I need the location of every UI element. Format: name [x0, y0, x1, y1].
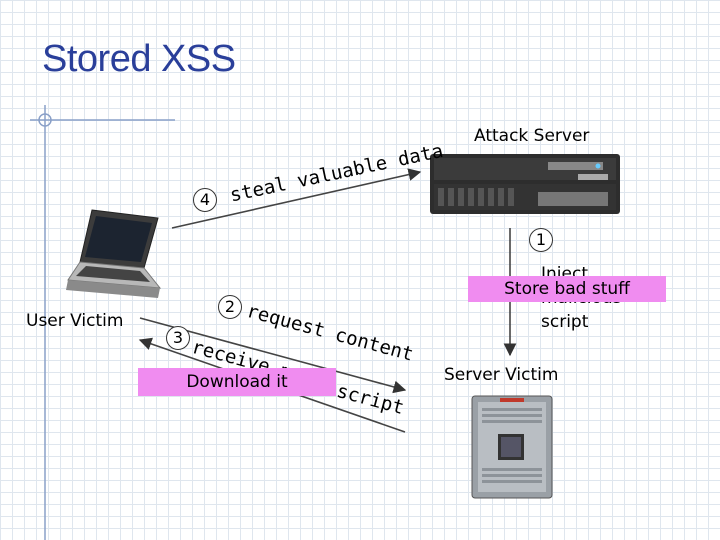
step2-number: 2: [218, 295, 242, 319]
server-victim-label: Server Victim: [444, 365, 559, 385]
user-laptop-icon: [66, 209, 162, 298]
store-callout: Store bad stuff: [468, 276, 666, 302]
step1-number: 1: [529, 228, 553, 252]
step3-number: 3: [166, 326, 190, 350]
download-callout: Download it: [138, 368, 336, 396]
arrow-step4: [171, 168, 422, 229]
step1-text-line3: script: [541, 312, 589, 332]
step4-number: 4: [193, 188, 217, 212]
attack-server-label: Attack Server: [474, 126, 590, 146]
user-victim-label: User Victim: [26, 311, 124, 331]
attack-server-icon: [430, 154, 620, 214]
slide-title: Stored XSS: [42, 38, 236, 80]
victim-server-icon: [471, 395, 553, 499]
